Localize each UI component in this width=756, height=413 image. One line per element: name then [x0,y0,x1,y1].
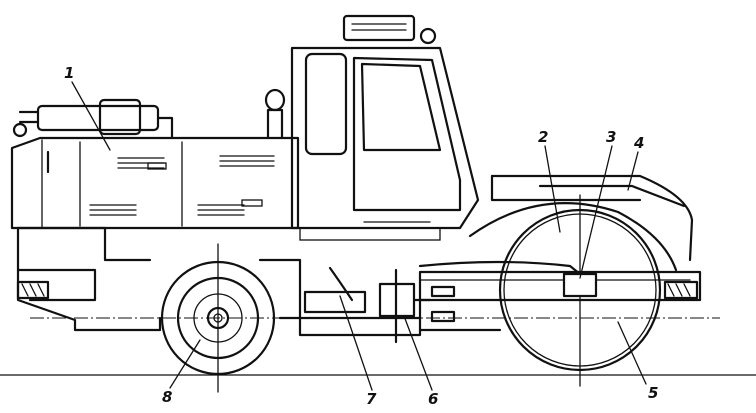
callout-4: 4 [633,134,644,152]
chassis [16,226,702,337]
callout-7: 7 [366,390,377,408]
rear-wheel [160,243,276,393]
callout-1: 1 [64,64,74,82]
front-drum [418,194,662,387]
operator-cab [290,14,480,241]
callout-3: 3 [606,128,616,146]
drive-train [303,266,432,344]
callout-2: 2 [538,128,548,146]
engine-hood [10,88,300,230]
leader-lines [71,81,647,391]
callout-5: 5 [648,384,658,402]
drum-guard [468,174,694,272]
callout-6: 6 [428,390,438,408]
callout-8: 8 [162,388,172,406]
